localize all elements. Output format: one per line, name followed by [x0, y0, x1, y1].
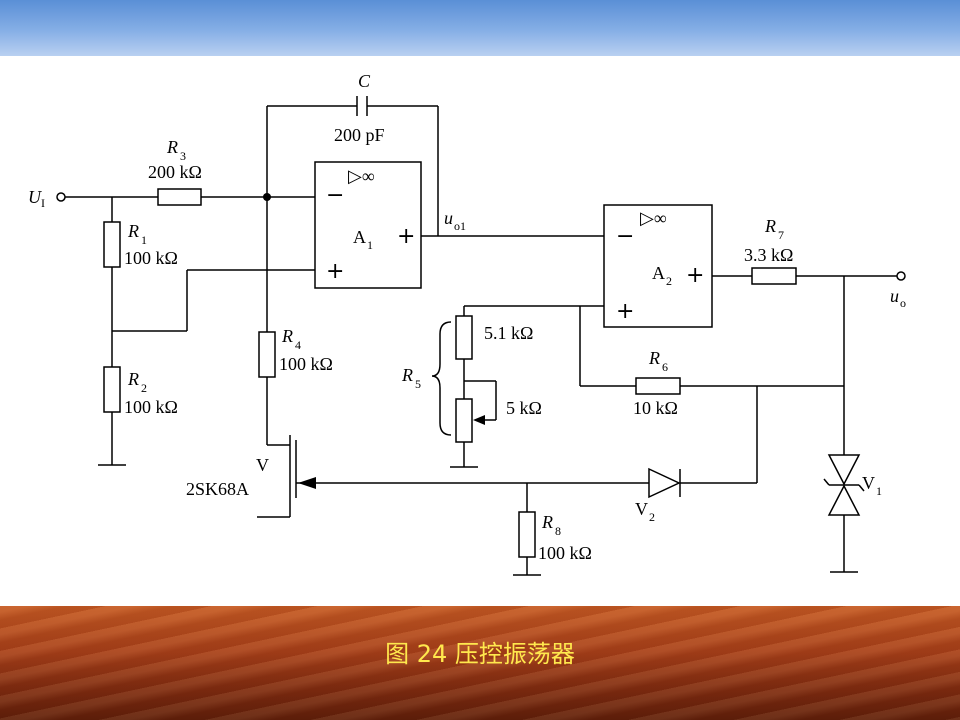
- r3-value: 200 kΩ: [148, 162, 202, 182]
- fet-part: 2SK68A: [186, 479, 249, 499]
- r8-value: 100 kΩ: [538, 543, 592, 563]
- output-label-sub: o: [900, 296, 906, 310]
- r8-name: R: [541, 512, 553, 532]
- r1-value: 100 kΩ: [124, 248, 178, 268]
- a1-out-sign: +: [397, 224, 415, 249]
- a1-minus: −: [326, 183, 344, 208]
- r5-fixed-value: 5.1 kΩ: [484, 323, 533, 343]
- resistor-r7: [751, 267, 797, 285]
- diode-v2: [648, 467, 681, 499]
- resistor-r8: [518, 511, 536, 558]
- r1-sub: 1: [141, 233, 147, 247]
- capacitor-name: C: [358, 71, 371, 91]
- a2-out-sign: +: [686, 263, 704, 288]
- top-banner: [0, 0, 960, 56]
- v2-name: V: [635, 499, 648, 519]
- r6-name: R: [648, 348, 660, 368]
- r6-value: 10 kΩ: [633, 398, 678, 418]
- zener-diode-v1: [823, 454, 865, 516]
- a1-sub: 1: [367, 238, 373, 252]
- bottom-banner: [0, 606, 960, 720]
- output-label: u: [890, 286, 899, 306]
- opamp-a1: [314, 161, 422, 289]
- r3-name: R: [166, 137, 178, 157]
- a2-sub: 2: [666, 274, 672, 288]
- r7-sub: 7: [778, 228, 784, 242]
- r6-sub: 6: [662, 360, 668, 374]
- r2-name: R: [127, 369, 139, 389]
- input-label: U: [28, 187, 42, 207]
- resistor-r4: [258, 331, 276, 378]
- uo1-label: u: [444, 208, 453, 228]
- r8-sub: 8: [555, 524, 561, 538]
- figure-caption: 图 24 压控振荡器: [385, 640, 575, 668]
- r4-name: R: [281, 326, 293, 346]
- fet-transistor: [257, 435, 527, 518]
- input-label-sub: I: [41, 196, 45, 210]
- r5-brace: [431, 321, 452, 436]
- r5-pot-value: 5 kΩ: [506, 398, 542, 418]
- r4-value: 100 kΩ: [279, 354, 333, 374]
- a2-plus: +: [616, 299, 634, 324]
- a2-gain: ▷∞: [640, 208, 667, 228]
- vco-circuit-diagram: U I R 3 200 kΩ R 1 100 kΩ R 2 100 kΩ: [28, 71, 906, 576]
- capacitor-c: [356, 96, 368, 116]
- fet-name: V: [256, 455, 269, 475]
- r5-name: R: [401, 365, 413, 385]
- v1-name: V: [862, 473, 875, 493]
- r2-sub: 2: [141, 381, 147, 395]
- capacitor-value: 200 pF: [334, 125, 385, 145]
- resistor-r2: [103, 366, 121, 413]
- potentiometer-r5: [455, 380, 497, 443]
- v2-sub: 2: [649, 510, 655, 524]
- resistor-r6: [635, 377, 681, 395]
- uo1-sub: o1: [454, 219, 466, 233]
- opamp-a2: [603, 204, 713, 328]
- r4-sub: 4: [295, 338, 301, 352]
- resistor-r1: [103, 221, 121, 268]
- r3-sub: 3: [180, 149, 186, 163]
- a2-name: A: [652, 263, 665, 283]
- r2-value: 100 kΩ: [124, 397, 178, 417]
- resistor-r3: [157, 188, 202, 206]
- v1-sub: 1: [876, 484, 882, 498]
- a1-plus: +: [326, 259, 344, 284]
- r7-value: 3.3 kΩ: [744, 245, 793, 265]
- r1-name: R: [127, 221, 139, 241]
- r5-sub: 5: [415, 377, 421, 391]
- input-terminal: [56, 192, 66, 202]
- a1-name: A: [353, 227, 366, 247]
- a2-minus: −: [616, 224, 634, 249]
- resistor-r5-fixed: [455, 315, 473, 360]
- output-terminal: [896, 271, 906, 281]
- r7-name: R: [764, 216, 776, 236]
- a1-gain: ▷∞: [348, 166, 375, 186]
